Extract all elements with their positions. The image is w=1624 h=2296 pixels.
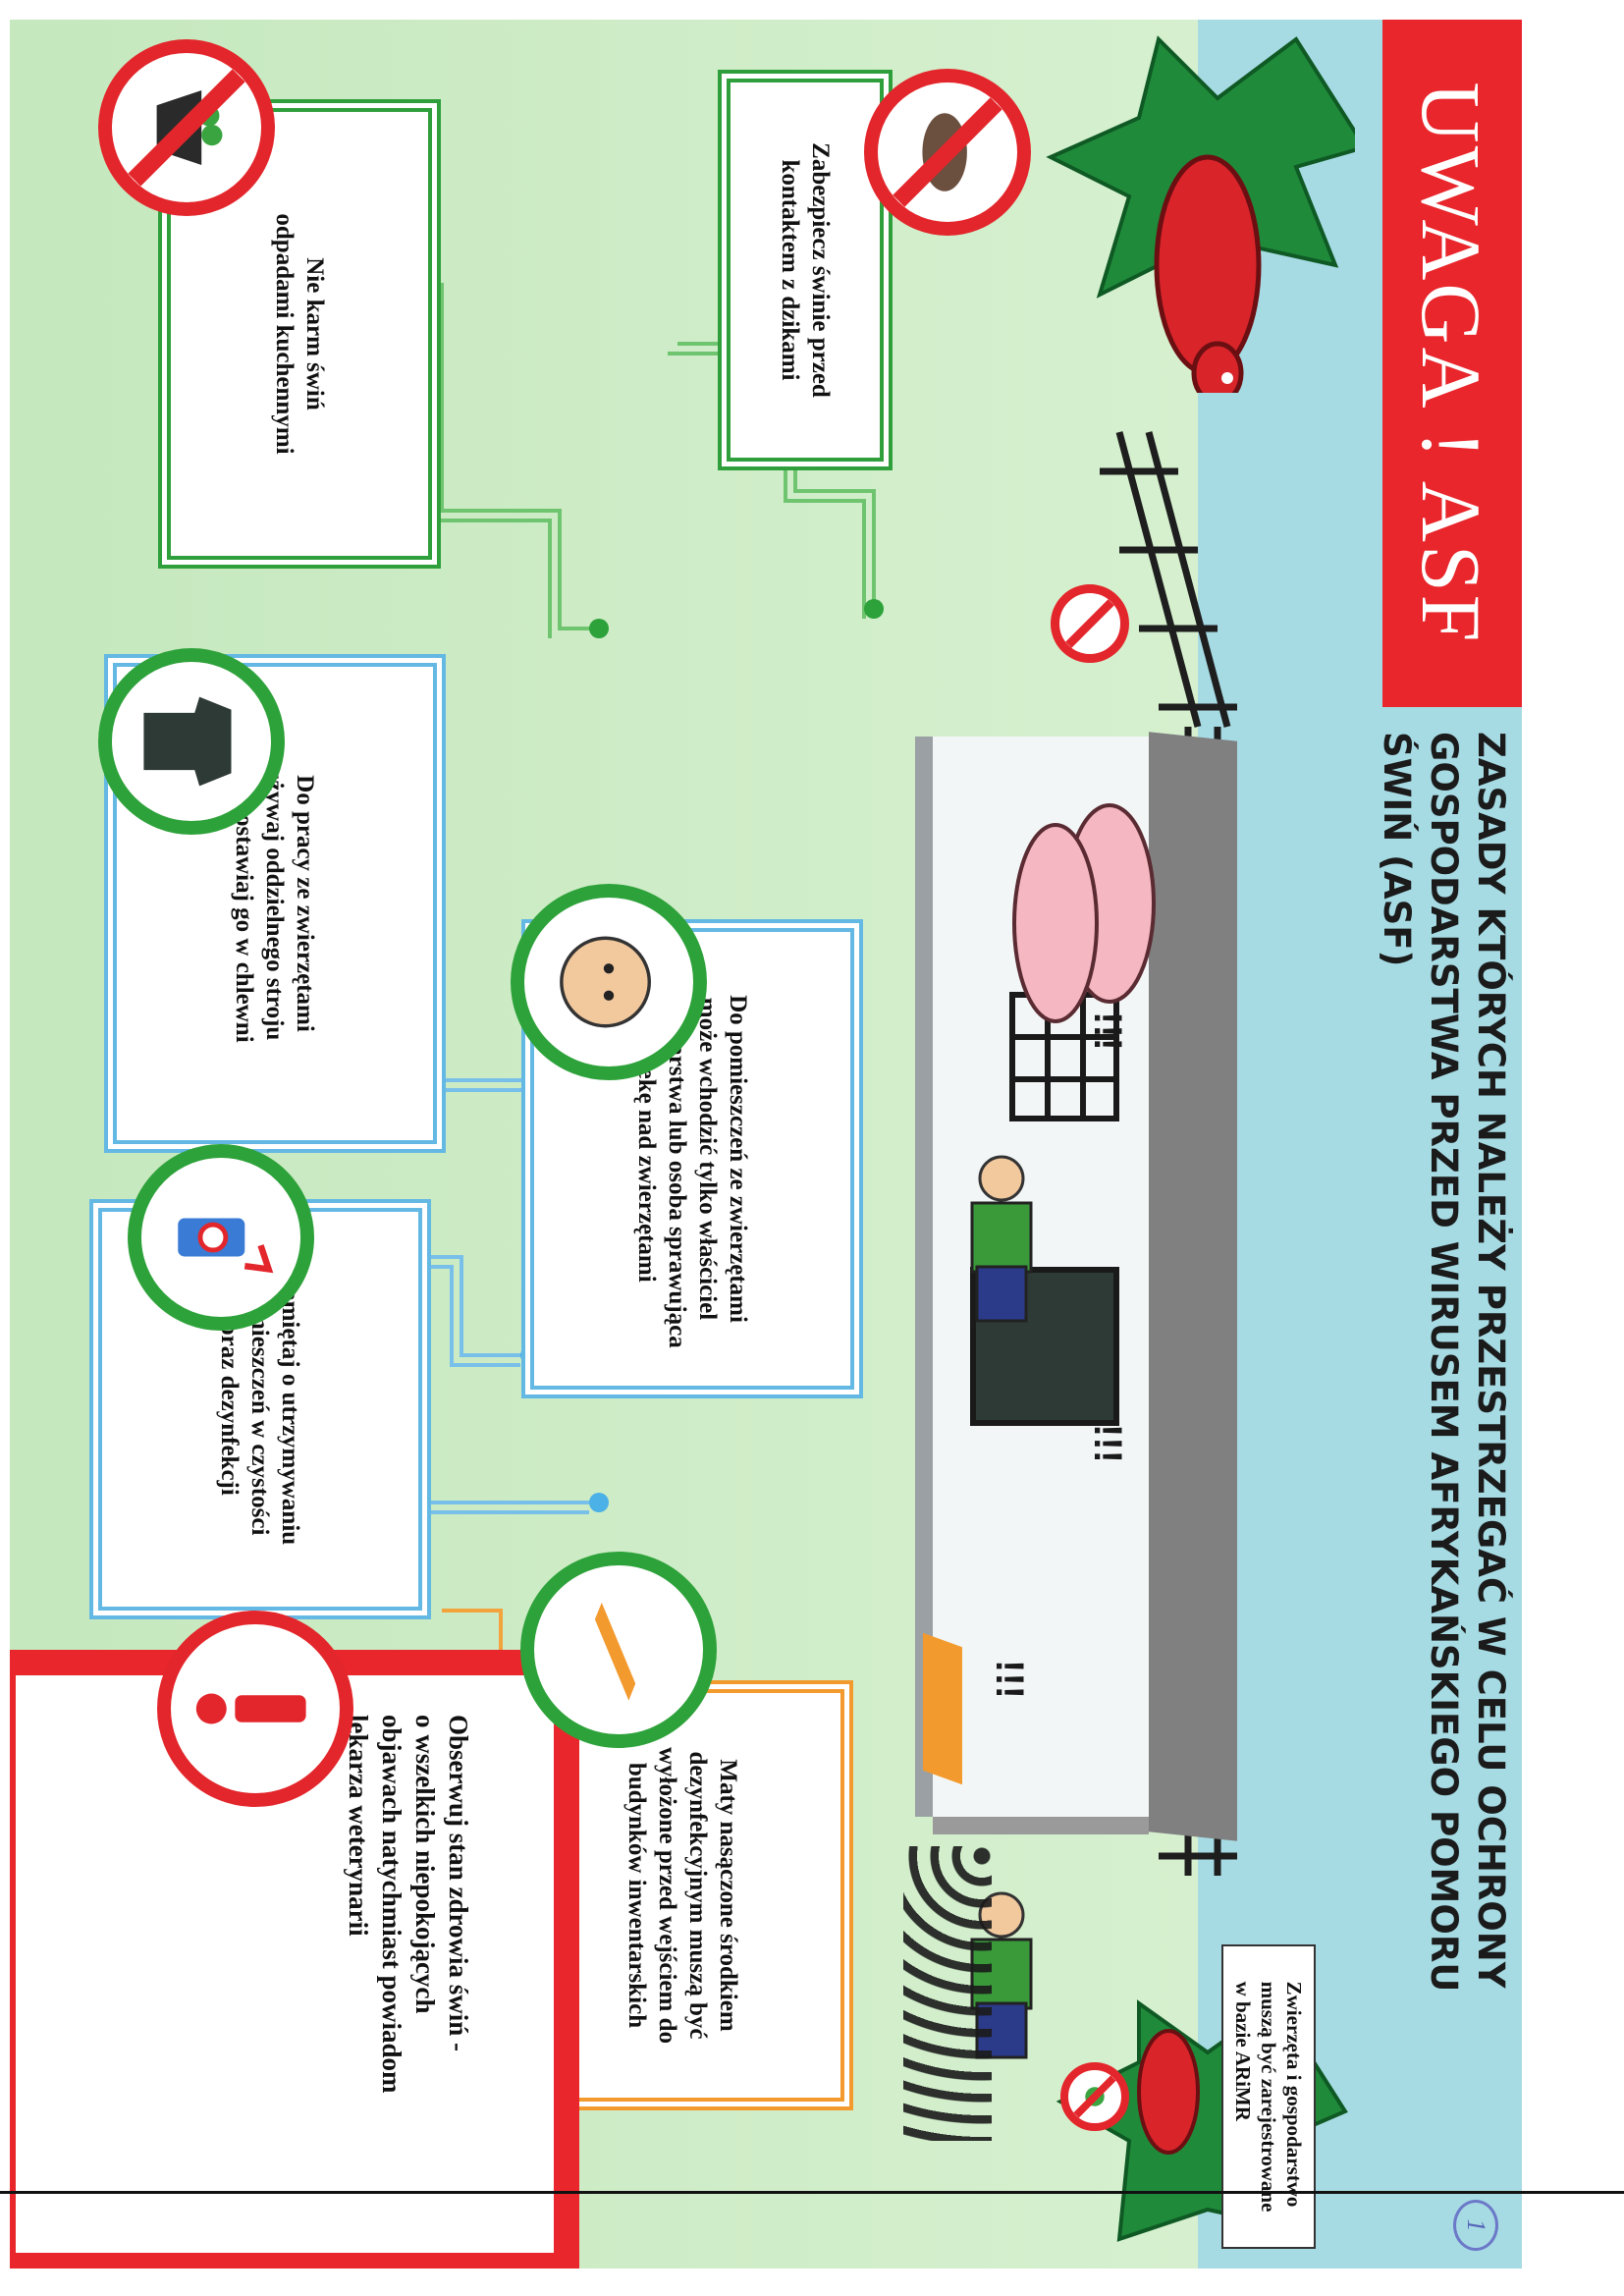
poster-heading: ZASADY KTÓRYCH NALEŻY PRZESTRZEGAĆ W CEL… [1373,732,1514,2264]
heading-line: ŚWIŃ (ASF) [1376,732,1418,967]
disinfection-spray-icon [128,1144,314,1331]
no-wild-boar-icon [864,69,1031,236]
tip-boar-protection: Zabezpiecz świnie przed kontaktem z dzik… [727,79,884,462]
poster-canvas: !!! !!! !!! UWAGA ! ASF ZASADY KTÓRYCH N… [10,20,1522,2269]
tip-registration: Zwierzęta i gospodarstwo muszą być zarej… [1221,1944,1316,2249]
warning-exclamation-icon [157,1611,353,1807]
warning-mark: !!! [988,1660,1031,1699]
farmer-illustration [970,1155,1033,1323]
scan-line [0,2191,1624,2194]
heading-line: ZASADY KTÓRYCH NALEŻY PRZESTRZEGAĆ W CEL… [1470,732,1512,1989]
gravel-path [903,1846,992,2141]
no-kitchen-waste-icon [98,39,275,216]
pigs-illustration [1012,803,1156,1023]
farmer-face-icon [511,884,707,1080]
disinfection-mat-icon [520,1552,717,1748]
disinfection-mat [923,1632,962,1785]
wild-boar-illustration [1154,154,1262,393]
heading-line: GOSPODARSTWA PRZED WIRUSEM AFRYKAŃSKIEGO… [1423,732,1465,1993]
no-entry-icon [1051,584,1129,663]
banner-title: UWAGA ! ASF [1404,82,1498,645]
no-entry-icon-small [1060,2062,1129,2131]
clothing-icon [98,648,285,835]
page-number: 1 [1453,2200,1498,2251]
warning-mark: !!! [1086,1011,1129,1051]
warning-banner: UWAGA ! ASF [1382,20,1522,707]
wild-boar-small [1137,2029,1200,2155]
warning-mark: !!! [1086,1424,1129,1463]
